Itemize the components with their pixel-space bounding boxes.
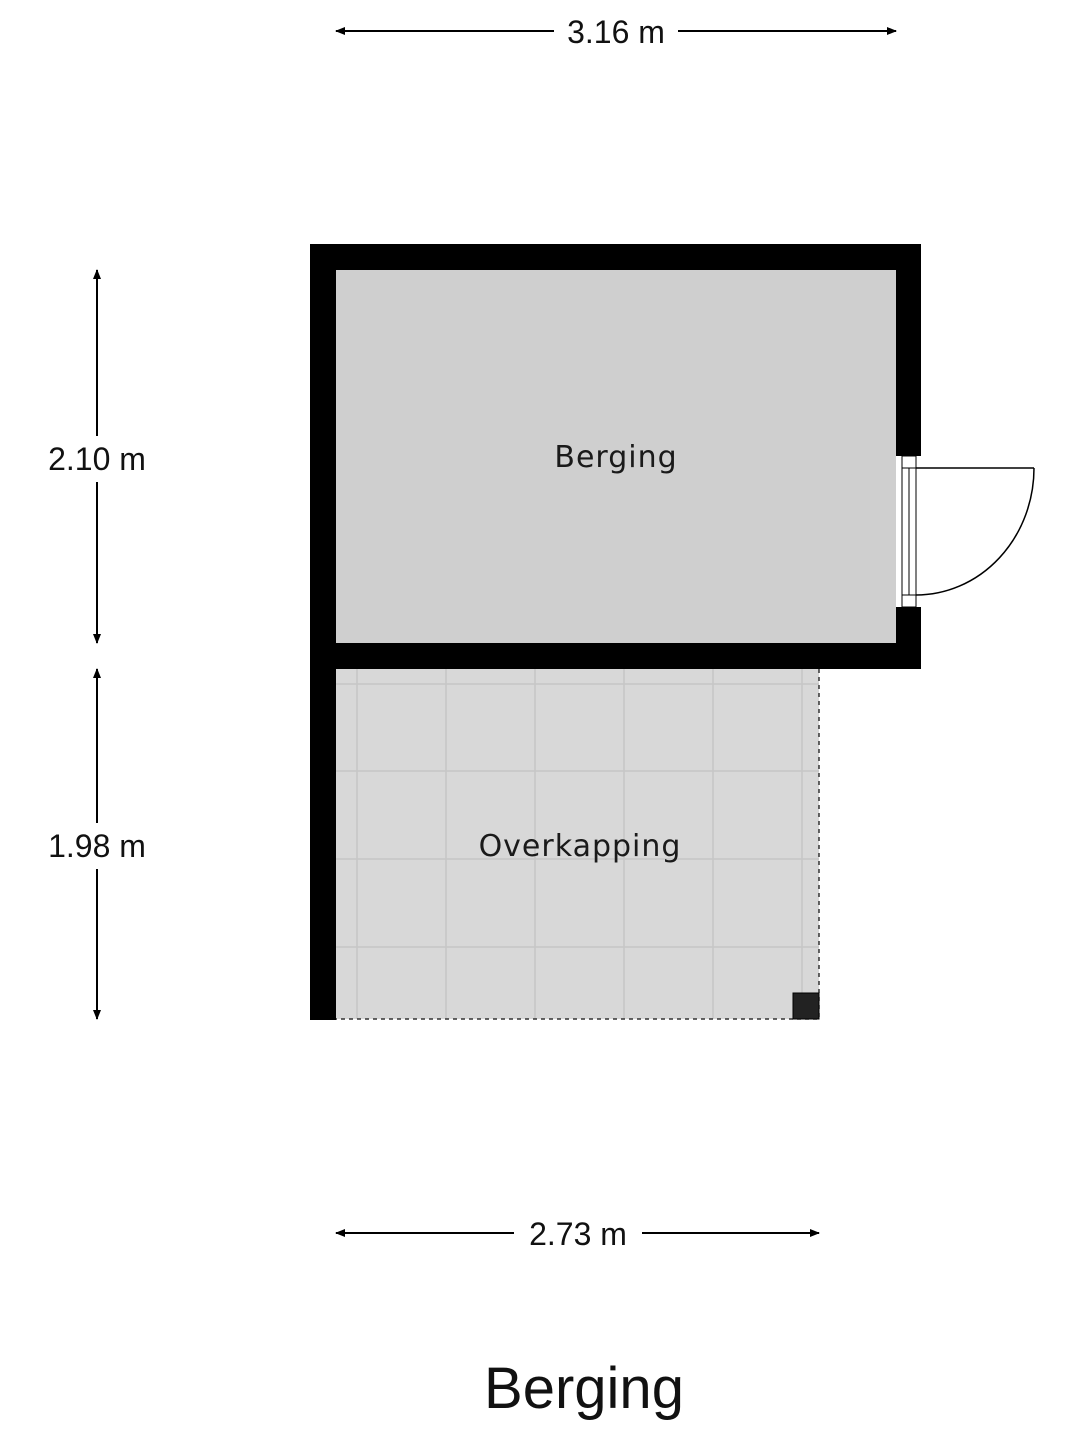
support-post bbox=[792, 992, 820, 1020]
dimension-berging-height-label: 2.10 m bbox=[48, 441, 146, 477]
dimension-bottom-width-label: 2.73 m bbox=[529, 1216, 627, 1252]
wall-top bbox=[310, 244, 921, 270]
door bbox=[901, 455, 1035, 608]
door-frame-bottom bbox=[901, 594, 917, 608]
overkapping-floor bbox=[336, 669, 819, 1019]
wall-left bbox=[310, 244, 336, 1020]
dimension-overkapping-height: 1.98 m bbox=[48, 668, 146, 1020]
dimension-bottom-width: 2.73 m bbox=[335, 1216, 820, 1252]
overkapping-tile-grid bbox=[336, 669, 819, 1019]
overkapping-dashed-edge bbox=[336, 669, 820, 1020]
plan-title: Berging bbox=[484, 1356, 684, 1421]
wall-middle bbox=[310, 643, 921, 669]
door-swing-arc bbox=[915, 467, 1035, 596]
overkapping-area bbox=[336, 669, 820, 1020]
dimension-berging-height: 2.10 m bbox=[48, 269, 146, 644]
wall-right-upper bbox=[896, 244, 921, 456]
dimension-overkapping-height-label: 1.98 m bbox=[48, 828, 146, 864]
room-label-berging: Berging bbox=[554, 440, 677, 475]
dimension-top-width: 3.16 m bbox=[335, 14, 897, 50]
walls bbox=[310, 244, 921, 1020]
dimension-top-width-label: 3.16 m bbox=[567, 14, 665, 50]
berging-floor bbox=[336, 270, 896, 643]
door-frame-top bbox=[901, 455, 917, 469]
room-label-overkapping: Overkapping bbox=[479, 829, 682, 864]
